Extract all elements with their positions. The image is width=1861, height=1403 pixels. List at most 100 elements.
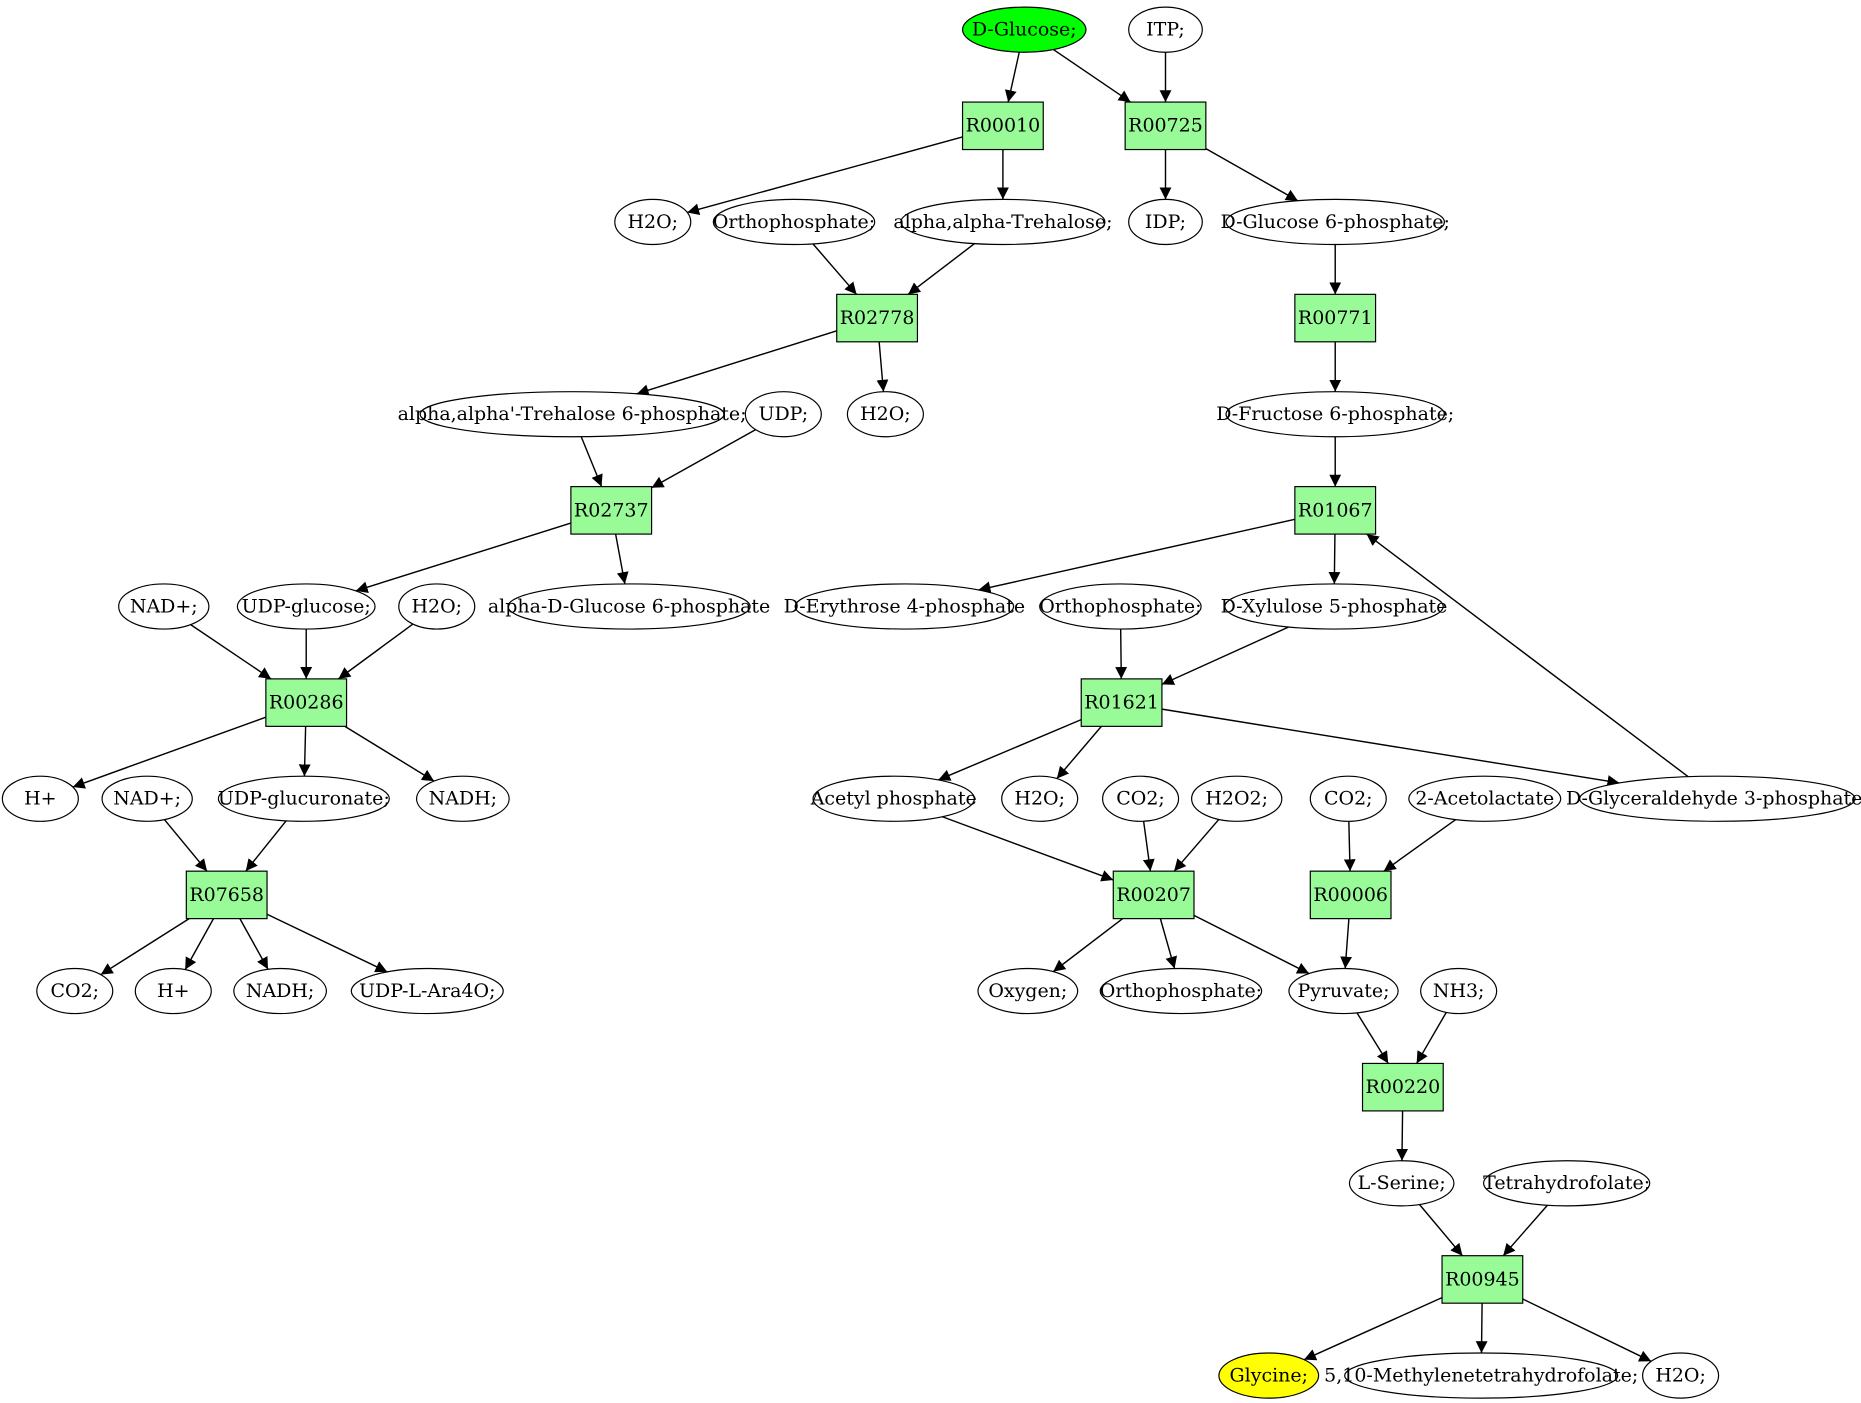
compound-node-idp-idp: IDP;: [1128, 198, 1203, 246]
node-label: CO2;: [1116, 788, 1165, 810]
reaction-box: [570, 486, 653, 535]
reaction-node-r00006-r00006: R00006: [1309, 870, 1392, 920]
edge-r00945-to-h2o_e: [1522, 1298, 1652, 1362]
compound-node-alpha-alpha-trehalose-trehalose: alpha,alpha-Trehalose;: [893, 198, 1112, 246]
edge-r00725-to-g6p: [1205, 148, 1299, 202]
compound-node-udp-glucuronate-udpglucuronate: UDP-glucuronate;: [217, 775, 390, 822]
compound-node-d-glyceraldehyde-3-phosphate-g3p: D-Glyceraldehyde 3-phosphate;: [1566, 775, 1861, 822]
compound-node-d-fructose-6-phosphate-f6p: D-Fructose 6-phosphate;: [1216, 391, 1454, 438]
compound-node-h-hplus_a: H+: [1, 775, 79, 822]
node-label: R07658: [189, 884, 264, 906]
compound-ellipse: [1001, 775, 1079, 822]
node-label: H+: [24, 788, 56, 810]
edge-thf-to-r00945: [1502, 1204, 1548, 1257]
reaction-box: [961, 101, 1044, 151]
compound-node-co2-co2_a: CO2;: [1102, 775, 1180, 822]
edge-h2o_c-to-r00286: [338, 623, 414, 680]
edge-r02737-to-adg6p: [614, 533, 629, 585]
reaction-box: [1361, 1062, 1444, 1112]
reaction-node-r07658-r07658: R07658: [185, 870, 268, 920]
compound-node-h2o-h2o_b: H2O;: [846, 391, 924, 438]
reaction-node-r00010-r00010: R00010: [961, 101, 1044, 151]
edge-acetolactate-to-r00006: [1383, 819, 1457, 872]
compound-ellipse: [744, 391, 822, 438]
compound-node-udp-glucose-udpglucose: UDP-glucose;: [236, 583, 376, 630]
edge-co2_a-to-r00207: [1142, 821, 1155, 872]
edge-r00006-to-pyruvate: [1340, 918, 1352, 969]
node-label: NAD+;: [130, 595, 198, 617]
node-label: Pyruvate;: [1298, 980, 1390, 1002]
compound-node-orthophosphate-ortho_c: Orthophosphate;: [1099, 967, 1263, 1015]
node-label: Orthophosphate;: [1039, 595, 1201, 617]
compound-ellipse: [507, 583, 751, 630]
compound-node-orthophosphate-ortho_a: Orthophosphate;: [712, 198, 876, 246]
edge-co2_b-to-r00006: [1343, 821, 1356, 872]
compound-ellipse: [118, 583, 210, 630]
node-label: R00771: [1298, 307, 1373, 329]
compound-node-itp-itp: ITP;: [1128, 6, 1203, 53]
compound-ellipse: [419, 391, 725, 438]
compound-node-h2o-h2o_a: H2O;: [614, 198, 692, 246]
compound-ellipse: [1348, 1160, 1455, 1207]
compound-ellipse: [1579, 775, 1856, 822]
reaction-box: [1124, 101, 1207, 151]
edge-udpglucuronate-to-r07658: [245, 820, 287, 872]
compound-node-nh3-nh3: NH3;: [1420, 967, 1498, 1015]
compound-node-h2o-h2o_d: H2O;: [1001, 775, 1079, 822]
node-label: H2O;: [1655, 1365, 1706, 1387]
node-label: L-Serine;: [1358, 1172, 1446, 1194]
edge-t6p-to-r02737: [580, 436, 603, 487]
compound-ellipse: [900, 198, 1106, 246]
compound-ellipse: [614, 198, 692, 246]
edge-r01067-to-x5p: [1328, 534, 1341, 584]
node-label: D-Glucose;: [972, 19, 1077, 41]
node-label: CO2;: [51, 980, 100, 1002]
compound-ellipse: [1102, 775, 1180, 822]
compound-node-co2-co2_b: CO2;: [1309, 775, 1387, 822]
edge-r00010-to-h2o_a: [687, 136, 963, 216]
compound-ellipse: [415, 775, 510, 822]
compound-ellipse: [1309, 775, 1387, 822]
edge-nad_a-to-r00286: [190, 624, 272, 680]
node-label: Orthophosphate;: [1100, 980, 1262, 1002]
compound-ellipse: [794, 583, 1015, 630]
edge-acetylp-to-r00207: [942, 816, 1114, 882]
node-label: R00725: [1128, 115, 1203, 137]
reaction-box: [836, 293, 919, 343]
node-label: Oxygen;: [988, 980, 1067, 1002]
edge-r01621-to-acetylp: [937, 718, 1082, 781]
compound-node-alpha-d-glucose-6-phosphate-adg6p: alpha-D-Glucose 6-phosphate: [488, 583, 770, 630]
edges-layer: [72, 48, 1689, 1362]
node-label: alpha,alpha-Trehalose;: [893, 211, 1112, 233]
reaction-node-r00725-r00725: R00725: [1124, 101, 1207, 151]
compound-node-co2-co2_c: CO2;: [36, 967, 114, 1015]
node-label: D-Xylulose 5-phosphate: [1221, 595, 1448, 617]
node-label: R01621: [1084, 692, 1159, 714]
node-label: 5,10-Methylenetetrahydrofolate;: [1324, 1365, 1638, 1387]
edge-r00945-to-glycine: [1303, 1296, 1443, 1361]
node-label: UDP-glucuronate;: [218, 788, 390, 810]
edge-dglucose-to-r00725: [1053, 48, 1132, 103]
node-label: alpha-D-Glucose 6-phosphate: [488, 595, 770, 617]
edge-r07658-to-hplus_b: [184, 918, 215, 970]
compound-node-tetrahydrofolate-thf: Tetrahydrofolate;: [1482, 1160, 1651, 1207]
node-label: R00945: [1445, 1268, 1520, 1290]
node-label: IDP;: [1145, 211, 1186, 233]
edge-r01621-to-g3p: [1161, 708, 1620, 787]
edge-r07658-to-nadh_b: [239, 918, 269, 970]
node-label: H2O2;: [1205, 788, 1268, 810]
edge-r00207-to-ortho_c: [1159, 918, 1178, 969]
node-label: Tetrahydrofolate;: [1483, 1172, 1650, 1194]
reaction-node-r00945-r00945: R00945: [1441, 1255, 1524, 1304]
node-label: Acetyl phosphate: [810, 788, 977, 810]
node-label: NH3;: [1433, 980, 1485, 1002]
node-label: NAD+;: [113, 788, 181, 810]
edge-r07658-to-udpara: [266, 913, 388, 973]
compound-ellipse: [712, 198, 876, 246]
node-label: H2O;: [860, 403, 911, 425]
compound-node-pyruvate-pyruvate: Pyruvate;: [1288, 967, 1399, 1015]
reaction-box: [1080, 678, 1163, 727]
node-label: CO2;: [1324, 788, 1373, 810]
